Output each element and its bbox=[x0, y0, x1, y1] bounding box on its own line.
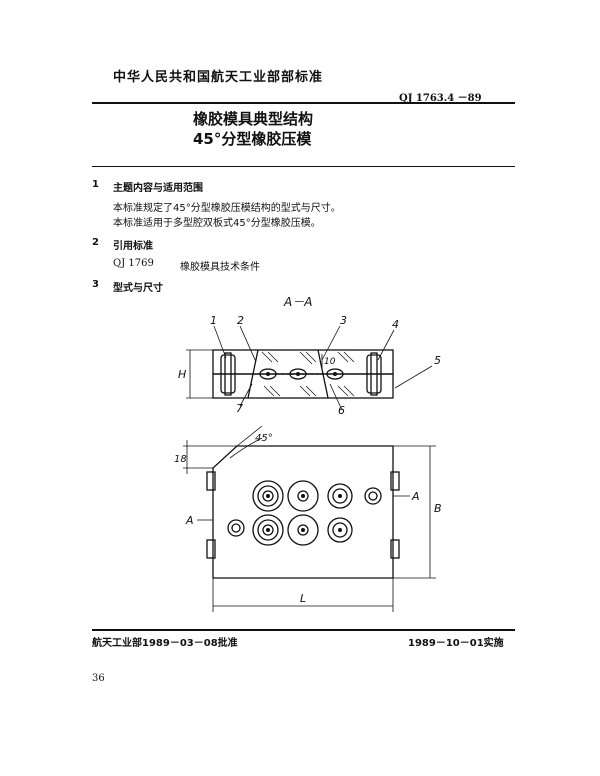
issuing-org: 中华人民共和国航天工业部部标准 bbox=[113, 70, 324, 85]
dim-10-label: 10 bbox=[324, 357, 336, 367]
footer-rule bbox=[92, 629, 515, 631]
section-1-para-1: 本标准规定了45°分型橡胶压模结构的型式与尺寸。 bbox=[113, 203, 341, 214]
callout-7: 7 bbox=[236, 402, 243, 415]
callout-1: 1 bbox=[210, 314, 217, 327]
title-line-1: 橡胶模具典型结构 bbox=[193, 110, 314, 128]
cut-label-left: A bbox=[185, 514, 194, 527]
section-3-num: 3 bbox=[92, 279, 99, 290]
section-1-para-2: 本标准适用于多型腔双板式45°分型橡胶压模。 bbox=[113, 218, 321, 229]
section-1-title: 主题内容与适用范围 bbox=[113, 183, 203, 194]
dim-l-label: L bbox=[300, 592, 306, 605]
effective-date: 1989－10－01实施 bbox=[408, 638, 504, 649]
approval-date: 航天工业部1989－03－08批准 bbox=[92, 638, 238, 649]
dim-18-label: 18 bbox=[174, 454, 187, 465]
section-1-num: 1 bbox=[92, 179, 99, 190]
cut-label-right: A bbox=[411, 490, 420, 503]
callout-4: 4 bbox=[392, 318, 399, 331]
section-2-num: 2 bbox=[92, 237, 99, 248]
standard-code: QJ 1763.4 －89 bbox=[399, 93, 482, 104]
section-2-title: 引用标准 bbox=[113, 241, 153, 252]
callout-6: 6 bbox=[338, 404, 345, 417]
plate-outline bbox=[212, 445, 394, 579]
callout-5: 5 bbox=[434, 354, 441, 367]
ref-code: QJ 1769 bbox=[113, 258, 154, 269]
page-number: 36 bbox=[92, 673, 105, 684]
angle-label: 45° bbox=[255, 433, 273, 444]
ref-title: 橡胶模具技术条件 bbox=[180, 262, 260, 273]
section-label: A－A bbox=[283, 295, 312, 309]
title-rule bbox=[92, 166, 515, 167]
header-rule bbox=[92, 102, 515, 104]
title-line-2: 45°分型橡胶压模 bbox=[193, 130, 312, 148]
callout-3: 3 bbox=[340, 314, 347, 327]
callout-2: 2 bbox=[237, 314, 244, 327]
dim-b-label: B bbox=[434, 502, 442, 515]
dim-h-label: H bbox=[178, 368, 186, 381]
section-3-title: 型式与尺寸 bbox=[113, 283, 163, 294]
